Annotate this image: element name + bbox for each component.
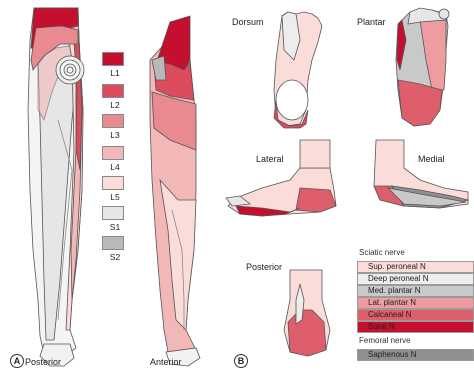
lateral-foot [226, 140, 336, 216]
nerve-label: Saphenous N [368, 350, 416, 360]
dermatome-swatch-l4 [102, 146, 124, 160]
view-label-lateral: Lateral [256, 154, 284, 164]
view-label-posterior-foot: Posterior [246, 262, 282, 272]
view-label-anterior-leg: Anterior [150, 357, 182, 367]
nerve-label: Calcaneal N [368, 310, 412, 320]
dermatome-label-l3: L3 [104, 130, 126, 140]
dorsum-foot [274, 12, 322, 128]
nerve-label: Deep peroneal N [368, 274, 428, 284]
nerve-label: Lat. plantar N [368, 298, 416, 308]
dermatome-label-l5: L5 [104, 192, 126, 202]
nerve-legend-row: Sup. peroneal N [356, 261, 474, 273]
nerve-legend-row: Saphenous N [356, 349, 474, 361]
nerve-label: Med. plantar N [368, 286, 420, 296]
dermatome-swatch-s1 [102, 206, 124, 220]
view-label-medial: Medial [418, 154, 445, 164]
nerve-label: Sural N [368, 322, 395, 332]
nerve-legend-row: Med. plantar N [356, 285, 474, 297]
nerve-legend-row: Deep peroneal N [356, 273, 474, 285]
dermatome-swatch-l3 [102, 114, 124, 128]
dermatome-swatch-l1 [102, 52, 124, 66]
dermatome-label-l4: L4 [104, 162, 126, 172]
view-label-dorsum: Dorsum [232, 17, 264, 27]
nerve-legend-row: Calcaneal N [356, 309, 474, 321]
nerve-legend-row: Sural N [356, 321, 474, 333]
dermatome-label-s2: S2 [104, 252, 126, 262]
dermatome-swatch-l2 [102, 84, 124, 98]
plantar-foot [396, 8, 449, 126]
nerve-label: Sup. peroneal N [368, 262, 426, 272]
panel-a-letter: A [10, 354, 24, 368]
dermatome-label-l2: L2 [104, 100, 126, 110]
femoral-nerve-header: Femoral nerve [356, 335, 474, 347]
view-label-posterior-leg: Posterior [25, 357, 61, 367]
sciatic-nerve-header: Sciatic nerve [356, 247, 474, 259]
panel-b-letter: B [234, 354, 248, 368]
dermatome-label-l1: L1 [104, 68, 126, 78]
dermatome-label-s1: S1 [104, 222, 126, 232]
nerve-legend: Sciatic nerve Sup. peroneal N Deep perone… [356, 247, 474, 372]
view-label-plantar: Plantar [357, 17, 386, 27]
nerve-legend-row: Lat. plantar N [356, 297, 474, 309]
posterior-leg [28, 8, 84, 366]
medial-foot [374, 140, 468, 208]
anterior-leg [150, 16, 200, 366]
posterior-foot [284, 270, 330, 356]
dermatome-swatch-l5 [102, 176, 124, 190]
dermatome-swatch-s2 [102, 236, 124, 250]
